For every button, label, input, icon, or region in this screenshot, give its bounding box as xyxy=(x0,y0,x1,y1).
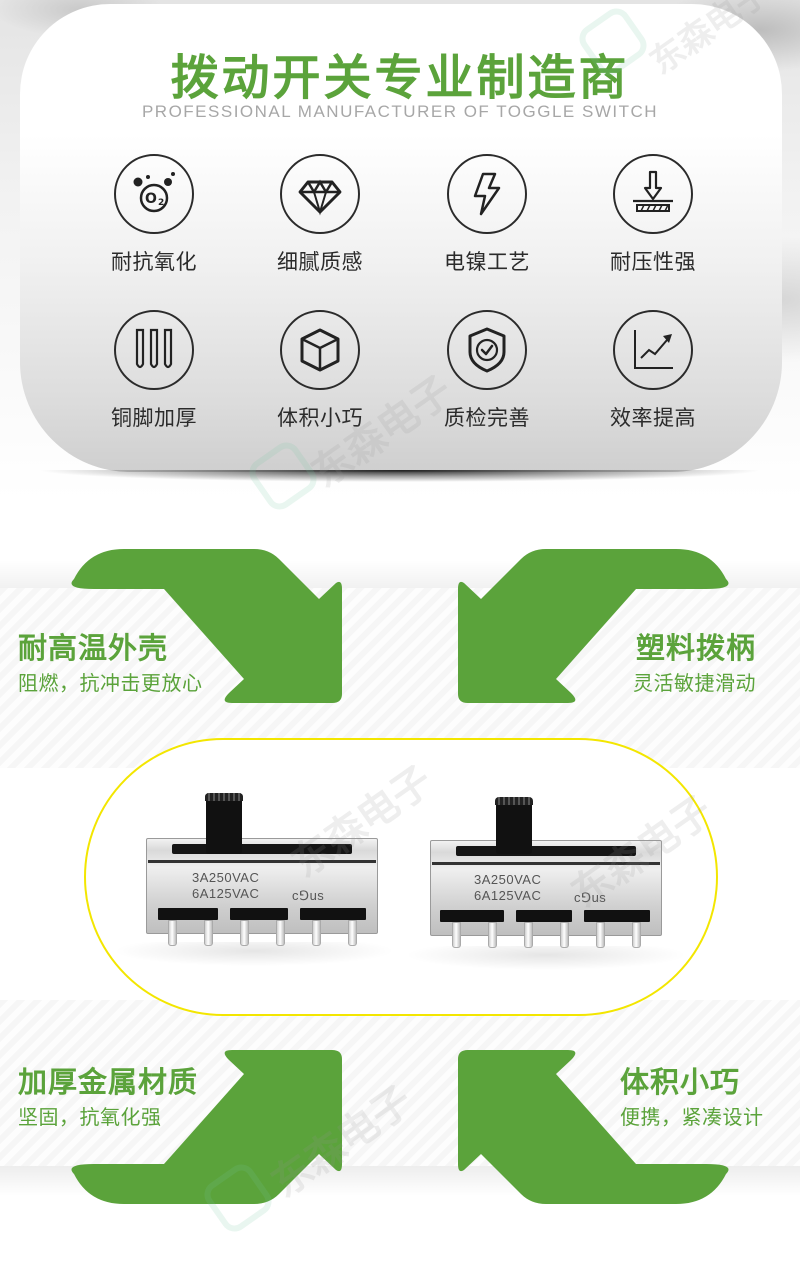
switch-base xyxy=(516,910,572,922)
feature-thick-copper-pins: 铜脚加厚 xyxy=(79,310,229,432)
callout-title: 加厚金属材质 xyxy=(18,1065,199,1099)
feature-label: 细腻质感 xyxy=(277,250,363,274)
feature-label: 电镍工艺 xyxy=(444,250,530,274)
switch-edge xyxy=(148,860,376,863)
switch-pin xyxy=(524,922,533,948)
lightning-bolt-icon xyxy=(447,154,527,234)
callout-desc: 便携，紧凑设计 xyxy=(620,1105,764,1129)
callout-compact: 体积小巧 便携，紧凑设计 xyxy=(620,1064,764,1132)
feature-nickel-plating: 电镍工艺 xyxy=(412,154,562,276)
switch-marking: 6A125VAC xyxy=(192,886,260,901)
rising-chart-icon xyxy=(613,310,693,390)
switch-pin xyxy=(488,922,497,948)
slide-switch-left: 3A250VAC 6A125VAC c⅁us xyxy=(114,792,394,972)
arrow-down-right-icon xyxy=(64,549,344,705)
certification-mark: c⅁us xyxy=(292,888,325,903)
feature-label: 铜脚加厚 xyxy=(111,406,197,430)
slide-switch-right: 3A250VAC 6A125VAC c⅁us xyxy=(406,796,686,976)
feature-efficiency: 效率提高 xyxy=(578,310,728,432)
callout-desc: 灵活敏捷滑动 xyxy=(633,671,756,695)
callout-thick-metal: 加厚金属材质 坚固，抗氧化强 xyxy=(18,1064,198,1132)
switch-base xyxy=(230,908,288,920)
feature-label: 耐压性强 xyxy=(610,250,696,274)
arrow-down-left-icon xyxy=(456,549,736,705)
diamond-icon xyxy=(280,154,360,234)
switch-slot xyxy=(456,846,636,856)
switch-pin xyxy=(312,920,321,946)
feature-compact-size: 体积小巧 xyxy=(245,310,395,432)
feature-label: 耐抗氧化 xyxy=(111,250,197,274)
press-down-arrow-icon xyxy=(613,154,693,234)
feature-grid: O 2 耐抗氧化 细腻质感 电镍工艺 xyxy=(0,0,800,470)
switch-marking: 3A250VAC xyxy=(474,872,542,887)
switch-edge xyxy=(432,862,660,865)
svg-text:2: 2 xyxy=(158,198,164,208)
switch-base xyxy=(584,910,650,922)
switch-knob xyxy=(205,793,243,854)
switch-shadow xyxy=(406,946,686,976)
feature-label: 效率提高 xyxy=(610,406,696,430)
callout-plastic-handle: 塑料拨柄 灵活敏捷滑动 xyxy=(633,630,756,698)
arrow-up-left-icon xyxy=(456,1048,736,1204)
switch-knob xyxy=(495,797,533,854)
callout-desc: 阻燃，抗冲击更放心 xyxy=(18,671,203,695)
switch-pin xyxy=(596,922,605,948)
page-subtitle: PROFESSIONAL MANUFACTURER OF TOGGLE SWIT… xyxy=(141,102,659,121)
switch-pin xyxy=(240,920,249,946)
feature-label: 质检完善 xyxy=(444,406,530,430)
feature-quality-inspection: 质检完善 xyxy=(412,310,562,432)
callout-heat-resistant-shell: 耐高温外壳 阻燃，抗冲击更放心 xyxy=(18,630,203,698)
feature-pressure-resistant: 耐压性强 xyxy=(578,154,728,276)
callout-title: 塑料拨柄 xyxy=(635,631,756,665)
switch-pin xyxy=(560,922,569,948)
arrow-up-right-icon xyxy=(64,1048,344,1204)
feature-fine-texture: 细腻质感 xyxy=(245,154,395,276)
switch-base xyxy=(440,910,504,922)
switch-pin xyxy=(632,922,641,948)
switch-slot xyxy=(172,844,352,854)
feature-card xyxy=(20,4,782,472)
copper-pins-icon xyxy=(114,310,194,390)
product-image-frame: 3A250VAC 6A125VAC c⅁us 3A250VAC 6A125VAC… xyxy=(84,738,718,1016)
svg-text:O: O xyxy=(145,191,157,207)
feature-label: 体积小巧 xyxy=(277,406,363,430)
cube-icon xyxy=(280,310,360,390)
switch-pin xyxy=(204,920,213,946)
switch-pin xyxy=(276,920,285,946)
feature-anti-oxidation: O 2 耐抗氧化 xyxy=(79,154,229,276)
oxygen-bubbles-icon: O 2 xyxy=(114,154,194,234)
switch-marking: 6A125VAC xyxy=(474,888,542,903)
switch-marking: 3A250VAC xyxy=(192,870,260,885)
switch-pin xyxy=(168,920,177,946)
page-title: 拨动开关专业制造商 xyxy=(170,50,630,106)
shield-check-icon xyxy=(447,310,527,390)
switch-shadow xyxy=(114,942,394,972)
certification-mark: c⅁us xyxy=(574,890,607,905)
switch-base xyxy=(158,908,218,920)
callout-title: 耐高温外壳 xyxy=(18,631,169,665)
callout-title: 体积小巧 xyxy=(620,1065,741,1099)
striped-band-bottom xyxy=(0,1000,800,1166)
callout-desc: 坚固，抗氧化强 xyxy=(18,1105,162,1129)
switch-pin xyxy=(348,920,357,946)
switch-base xyxy=(300,908,366,920)
card-shadow xyxy=(40,470,760,490)
switch-pin xyxy=(452,922,461,948)
